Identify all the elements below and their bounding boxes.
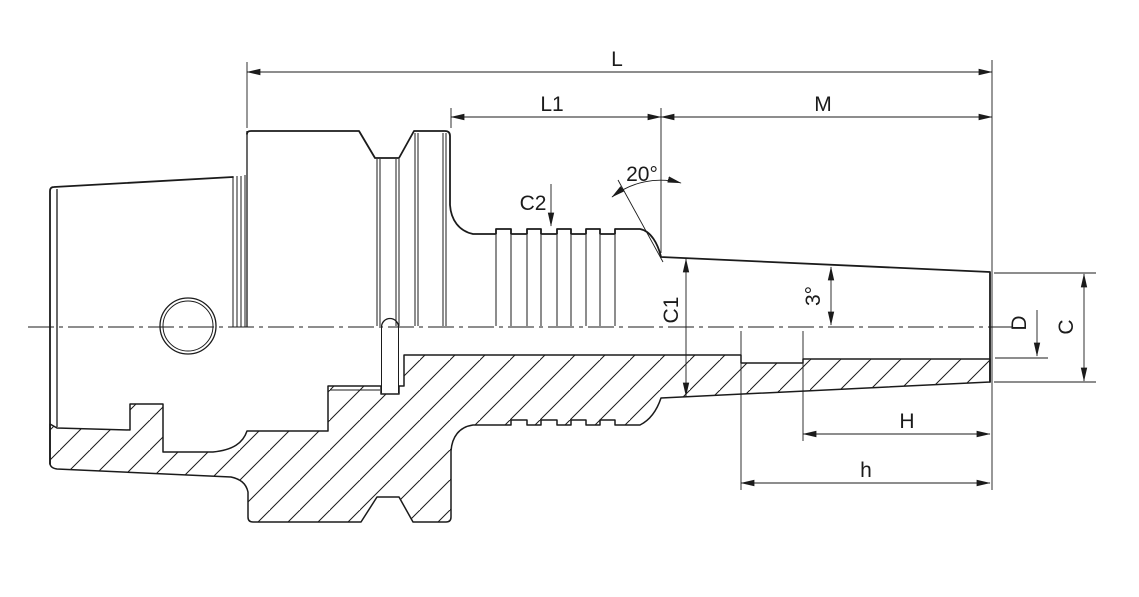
dim-label-20deg: 20°	[626, 163, 658, 186]
flange-and-body	[246, 130, 991, 383]
section-hatch	[49, 354, 991, 523]
extension-lines	[246, 60, 1096, 490]
dim-label-3deg: 3°	[802, 286, 825, 306]
dim-label-H: H	[899, 410, 914, 433]
dim-label-M: M	[814, 93, 832, 116]
drive-hole-inner	[162, 300, 214, 352]
drive-hole-outer	[159, 297, 217, 355]
tool-holder-outline	[49, 130, 991, 465]
dim-label-C1: C1	[660, 297, 683, 324]
projected-edges	[232, 133, 616, 327]
dim-line-20deg-arc	[611, 176, 682, 198]
dim-label-h: h	[860, 459, 872, 482]
dim-label-C: C	[1055, 319, 1078, 334]
notch-hole	[380, 317, 400, 328]
dim-label-L: L	[611, 48, 623, 71]
dim-label-D: D	[1008, 315, 1031, 330]
dim-label-L1: L1	[540, 93, 563, 116]
hsk-shank	[49, 176, 234, 465]
dim-line-20deg-slant	[617, 179, 664, 263]
dim-label-C2: C2	[520, 192, 547, 215]
dimension-labels: L L1 M C2 20° C1 3° D C H h	[520, 48, 1078, 482]
